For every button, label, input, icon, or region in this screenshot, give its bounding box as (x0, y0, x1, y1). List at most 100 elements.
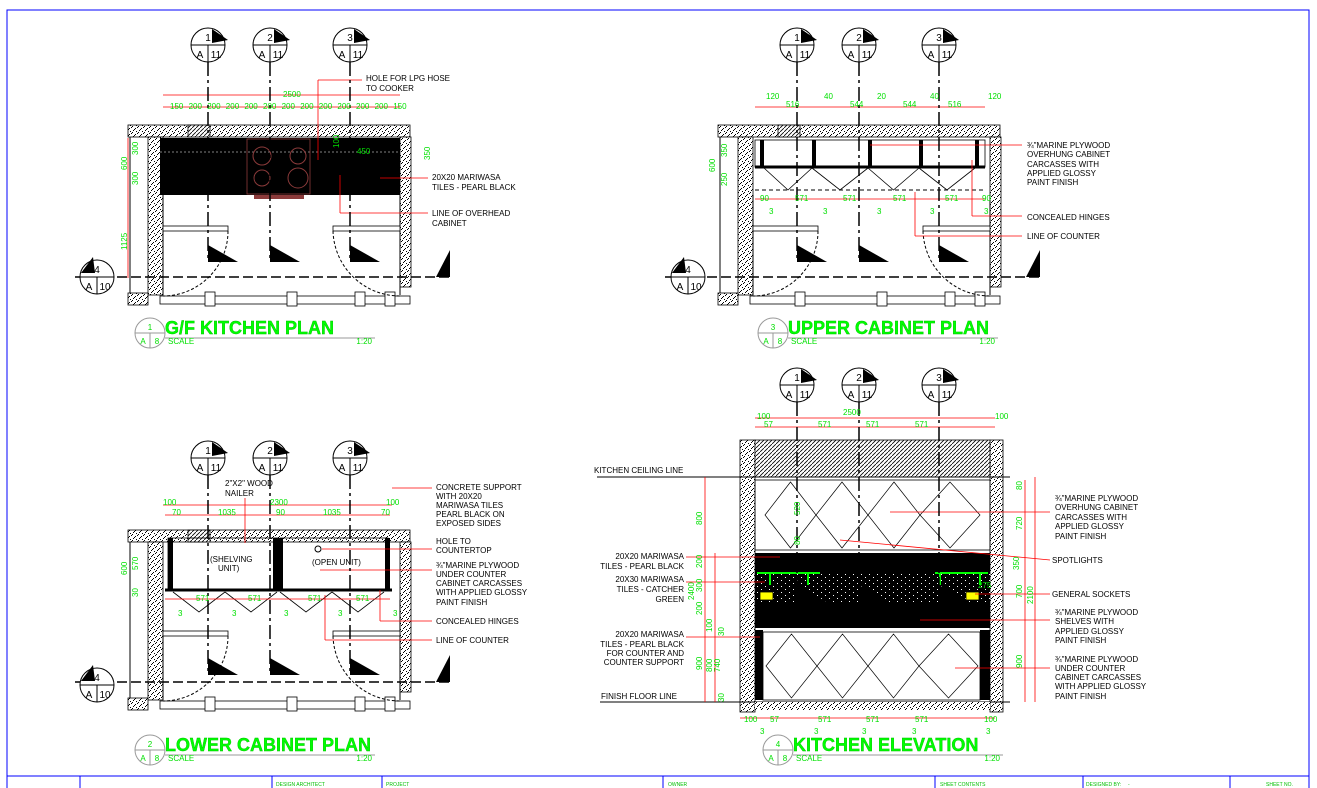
lower-plan-wall-hatch (187, 529, 211, 543)
dimension-label: 350 (423, 146, 432, 160)
dimension-label: 275 (978, 581, 992, 590)
dimension-label: 100 (757, 412, 771, 421)
annotation: 20X30 MARIWASA (615, 575, 684, 584)
section-flag-icon (863, 29, 879, 43)
dimension-label: 300 (131, 171, 140, 185)
dimension-label: 57 (764, 420, 773, 429)
title-block-designed-by: DESIGNED BY: (1086, 782, 1121, 788)
annotation: COUNTERTOP (436, 546, 492, 555)
dimension-label: 100 (705, 618, 714, 632)
annotation: GENERAL SOCKETS (1052, 590, 1130, 599)
floor-finish (755, 702, 990, 710)
upper-plan-door-swing (922, 230, 991, 297)
view-ref-page: 8 (155, 754, 160, 763)
upper-cabinet-door (867, 481, 921, 549)
dimension-label: 3 (769, 207, 774, 216)
dimension-label: 571 (893, 194, 907, 203)
dimension-label: 40 (930, 92, 939, 101)
general-socket-icon (759, 591, 774, 601)
dimension-label: 100 (332, 134, 341, 148)
dimension-label: 571 (866, 715, 880, 724)
grid-bubble-side-sheet: A (677, 282, 684, 293)
dimension-label: 70 (172, 508, 181, 517)
dimension-label: 200 (300, 102, 314, 111)
dimension-label: 600 (120, 156, 129, 170)
dimension-label: 900 (695, 656, 704, 670)
annotation: TILES - PEARL BLACK (600, 640, 684, 649)
grid-bubble-3-sheet: A (928, 50, 935, 61)
section-arrow-icon (797, 585, 827, 602)
upper-cabinet-door (919, 481, 981, 549)
dimension-label: 300 (695, 578, 704, 592)
cabinet-door-swing (918, 167, 976, 191)
dimension-label: 3 (232, 609, 237, 618)
section-flag-icon (672, 257, 686, 273)
upper-cabinet-door (815, 481, 869, 549)
annotation: LINE OF COUNTER (1027, 232, 1100, 241)
annotation: HOLE TO (436, 537, 471, 546)
lower-cabinet-door (765, 633, 818, 699)
grid-bubble-1-sheet: A (786, 50, 793, 61)
section-flag-icon (801, 369, 817, 383)
annotation: PEARL BLACK ON (436, 510, 505, 519)
section-flag-icon (274, 442, 290, 456)
grid-bubble-2-ref: 11 (862, 390, 873, 401)
dimension-label: 80 (1015, 481, 1024, 490)
annotation: FINISH FLOOR LINE (601, 692, 677, 701)
dimension-label: 3 (862, 727, 867, 736)
grid-bubble-side-ref: 10 (99, 282, 111, 293)
upper-plan-door-swing (752, 230, 819, 297)
cabinet-divider (868, 140, 872, 167)
lower-cabinet-door (918, 633, 979, 699)
grid-bubble-2-sheet: A (848, 50, 855, 61)
lower-plan-wall-stub (127, 697, 149, 711)
sheet-border (6, 9, 1310, 788)
view-number: 1 (148, 323, 153, 332)
title-block-project: PROJECT (386, 782, 409, 788)
grid-bubble-1-sheet: A (197, 463, 204, 474)
dimension-label: 1125 (120, 232, 129, 250)
grid-bubble-side-ref: 10 (690, 282, 702, 293)
dimension-label: 571 (196, 594, 210, 603)
dimension-label: 2500 (283, 90, 301, 99)
dimension-label: 30 (717, 693, 726, 702)
grid-bubble-side-sheet: A (86, 282, 93, 293)
dimension-label: 2100 (1026, 586, 1035, 604)
dimension-label: 150 (170, 102, 184, 111)
grid-bubble-3-number: 3 (347, 446, 353, 457)
upper-plan-door-leaf (752, 225, 819, 232)
view-ref-sheet: A (140, 754, 146, 763)
dimension-label: 300 (131, 141, 140, 155)
upper-plan-door-leaf (922, 225, 991, 232)
annotation: PAINT FINISH (1027, 178, 1078, 187)
dimension-label: 571 (915, 715, 929, 724)
dimension-label: 200 (207, 102, 221, 111)
grid-bubble-side-number: 4 (685, 265, 691, 276)
grid-bubble-1-ref: 11 (800, 390, 811, 401)
dimension-label: 571 (818, 715, 832, 724)
view-title: LOWER CABINET PLAN (165, 735, 371, 755)
dimension-label: 1035 (218, 508, 236, 517)
annotation: UNIT) (218, 564, 240, 573)
annotation: HOLE FOR LPG HOSE (366, 74, 450, 83)
annotation: EXPOSED SIDES (436, 519, 501, 528)
dimension-label: 250 (720, 172, 729, 186)
annotation: MARIWASA TILES (436, 501, 503, 510)
upper-plan-window (749, 295, 1001, 305)
section-arrow-icon (208, 658, 238, 675)
burner-icon (287, 167, 309, 189)
grid-bubble-3-number: 3 (936, 33, 942, 44)
upper-plan-window-mullion (876, 291, 888, 307)
grid-bubble-2-ref: 11 (862, 50, 873, 61)
dimension-label: 900 (1015, 654, 1024, 668)
grid-bubble-2-number: 2 (856, 33, 862, 44)
burner-icon (253, 169, 271, 187)
section-flag-icon (274, 29, 290, 43)
annotation: LINE OF OVERHEAD (432, 209, 510, 218)
cabinet-divider (273, 538, 278, 590)
dimension-label: 200 (189, 102, 203, 111)
dimension-label: 520 (793, 501, 802, 515)
counter-top-tiles (160, 138, 400, 195)
grid-bubble-1-number: 1 (794, 33, 800, 44)
section-arrow-icon (939, 245, 969, 262)
